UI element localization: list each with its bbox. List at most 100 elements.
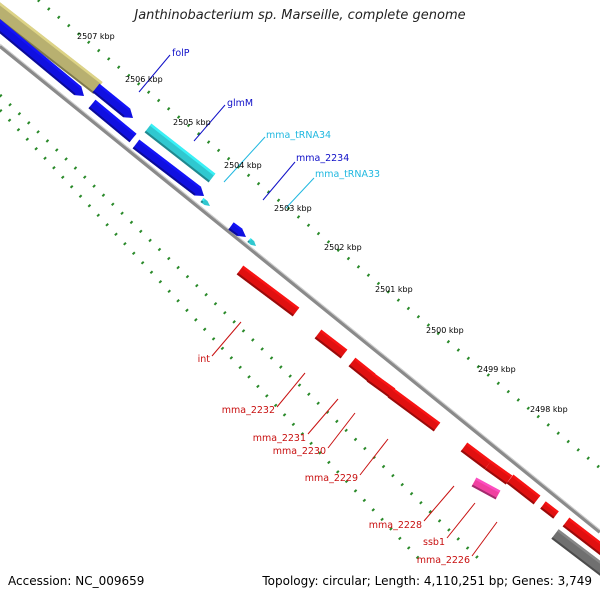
leader-line-mma-2229	[359, 438, 389, 476]
forward-gene-3-body	[88, 99, 137, 143]
reverse-gene-2229	[387, 388, 441, 432]
kbp-label-2504: 2504 kbp	[224, 161, 262, 170]
accession-text: Accession: NC_009659	[8, 574, 145, 588]
trna-feature-34-bevel-bottom	[144, 130, 210, 183]
gene-label-mma-2234[interactable]: mma_2234	[296, 153, 349, 164]
pink-feature-ssb1-bevel-top	[475, 477, 501, 493]
forward-gene-2-body	[92, 83, 134, 118]
reverse-gene-2230-body	[366, 372, 396, 398]
trna-feature-a	[200, 197, 211, 206]
reverse-gene-int-bevel-top	[241, 265, 300, 310]
leader-line-mma-tRNA34	[223, 136, 266, 183]
tick-dotted-line-0	[37, 0, 600, 470]
gene-label-folP[interactable]: folP	[172, 48, 190, 59]
reverse-gene-c-body	[506, 474, 541, 505]
gene-label-int[interactable]: int	[198, 354, 211, 365]
trna-feature-34	[144, 123, 216, 183]
forward-gene-1-body	[0, 13, 84, 97]
leader-line-int	[211, 321, 242, 357]
reverse-gene-d-bevel-bottom	[540, 506, 555, 519]
reverse-gene-c-bevel-top	[511, 474, 541, 498]
gray-feature-bottom-bevel-bottom	[551, 537, 600, 577]
leader-line-mma-2226	[471, 521, 498, 557]
trna-feature-34-bevel-top	[149, 123, 216, 176]
kbp-label-2500: 2500 kbp	[426, 326, 464, 335]
forward-gene-2234	[228, 222, 247, 238]
olive-feature-top-body	[0, 0, 103, 94]
forward-gene-2-bevel-top	[97, 83, 131, 111]
reverse-gene-b-bevel-bottom	[484, 467, 507, 485]
genome-summary-text: Topology: circular; Length: 4,110,251 bp…	[262, 574, 592, 588]
pink-feature-ssb1-body	[471, 477, 501, 500]
trna-feature-33-bevel-bottom	[247, 240, 250, 243]
kbp-label-2506: 2506 kbp	[125, 75, 163, 84]
forward-gene-1	[0, 13, 84, 97]
backbone-line	[0, 44, 600, 534]
reverse-gene-d	[540, 501, 559, 519]
reverse-gene-int-body	[236, 265, 300, 317]
reverse-gene-2230-bevel-top	[371, 372, 396, 391]
leader-line-mma-tRNA33	[285, 177, 315, 209]
gene-label-mma-2228[interactable]: mma_2228	[369, 520, 422, 531]
reverse-gene-2229-bevel-top	[392, 388, 441, 425]
reverse-gene-2231-body	[348, 357, 376, 383]
reverse-gene-b-body	[484, 460, 513, 485]
forward-gene-2234-body	[228, 222, 247, 238]
forward-gene-4-body	[132, 139, 204, 197]
kbp-label-2505: 2505 kbp	[173, 118, 211, 127]
forward-gene-2234-bevel-top	[232, 222, 243, 231]
reverse-gene-c-bevel-bottom	[506, 481, 535, 505]
trna-feature-33-bevel-top	[249, 238, 252, 241]
map-title: Janthinobacterium sp. Marseille, complet…	[134, 8, 466, 23]
gene-label-mma-2230[interactable]: mma_2230	[273, 446, 326, 457]
genome-backbone	[0, 43, 600, 534]
reverse-gene-d-body	[540, 501, 559, 519]
forward-gene-3-bevel-bottom	[88, 106, 131, 143]
reverse-gene-a	[460, 442, 492, 470]
gene-label-mma-tRNA33[interactable]: mma_tRNA33	[315, 169, 380, 180]
forward-gene-4-bevel-bottom	[132, 146, 196, 196]
reverse-gene-2232-bevel-top	[319, 329, 348, 352]
reverse-gene-a-bevel-bottom	[460, 449, 486, 470]
gene-label-ssb1[interactable]: ssb1	[423, 537, 445, 548]
olive-feature-top-bevel-top	[0, 0, 103, 85]
forward-gene-2	[92, 83, 134, 118]
gene-label-mma-tRNA34[interactable]: mma_tRNA34	[266, 130, 331, 141]
trna-feature-a-bevel-bottom	[200, 200, 204, 204]
gene-label-mma-2231[interactable]: mma_2231	[253, 433, 306, 444]
kbp-label-2507: 2507 kbp	[77, 32, 115, 41]
kbp-label-2498: 2498 kbp	[530, 405, 568, 414]
leader-line-mma-2231	[307, 398, 339, 435]
reverse-gene-2232-bevel-bottom	[314, 336, 342, 359]
gene-label-mma-2232[interactable]: mma_2232	[222, 405, 275, 416]
reverse-gene-e	[562, 517, 600, 557]
trna-feature-33	[247, 238, 256, 247]
ruler-labels: 2507 kbp 2506 kbp 2505 kbp 2504 kbp 2503…	[77, 32, 568, 414]
kbp-label-2503: 2503 kbp	[274, 204, 312, 213]
forward-gene-1-bevel-bottom	[0, 20, 76, 96]
pink-feature-ssb1-bevel-bottom	[471, 484, 497, 500]
gene-label-mma-2229[interactable]: mma_2229	[305, 473, 358, 484]
reverse-gene-int-bevel-bottom	[236, 272, 294, 317]
reverse-gene-2231-bevel-bottom	[348, 364, 370, 383]
leader-line-glmM	[193, 104, 226, 142]
gene-label-glmM[interactable]: glmM	[227, 98, 253, 109]
reverse-gene-2232	[314, 329, 348, 359]
reverse-gene-e-bevel-top	[567, 517, 600, 550]
reverse-gene-d-bevel-top	[544, 501, 559, 514]
forward-gene-2234-bevel-bottom	[228, 228, 239, 236]
gene-label-mma-2226[interactable]: mma_2226	[417, 555, 470, 566]
leader-line-folP	[138, 54, 171, 93]
reverse-gene-2229-body	[387, 388, 441, 432]
reverse-gene-c	[506, 474, 541, 505]
gray-feature-bottom-body	[551, 529, 600, 577]
leader-line-ssb1	[446, 502, 476, 539]
gene-labels: folP glmM mma_tRNA34 mma_2234 mma_tRNA33…	[172, 48, 470, 566]
leader-line-mma-2228	[423, 485, 455, 522]
reverse-gene-2230	[366, 372, 396, 398]
reverse-gene-int	[236, 265, 300, 317]
reverse-gene-2231	[348, 357, 376, 383]
forward-gene-3	[88, 99, 137, 143]
